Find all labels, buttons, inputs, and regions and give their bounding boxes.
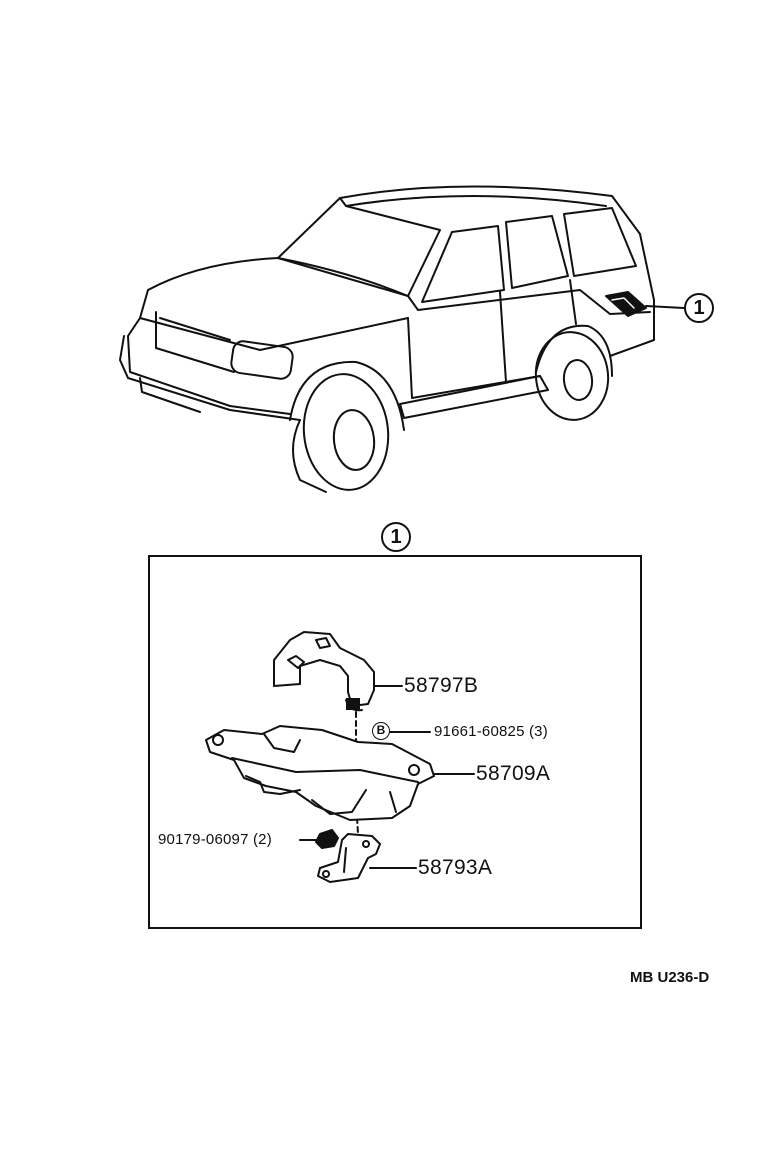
part-58793A-label: 58793A	[418, 856, 493, 879]
part-90179-label: 90179-06097 (2)	[158, 831, 272, 848]
part-91661-label: 91661-60825 (3)	[434, 723, 548, 740]
vehicle-callout: 1	[684, 293, 714, 323]
detail-frame	[148, 555, 642, 929]
part-58709A-label: 58709A	[476, 762, 551, 785]
detail-callout: 1	[381, 522, 411, 552]
part-58797B-label: 58797B	[404, 674, 479, 697]
reference-code: MB U236-D	[630, 969, 710, 986]
bolt-marker: B	[372, 722, 390, 740]
